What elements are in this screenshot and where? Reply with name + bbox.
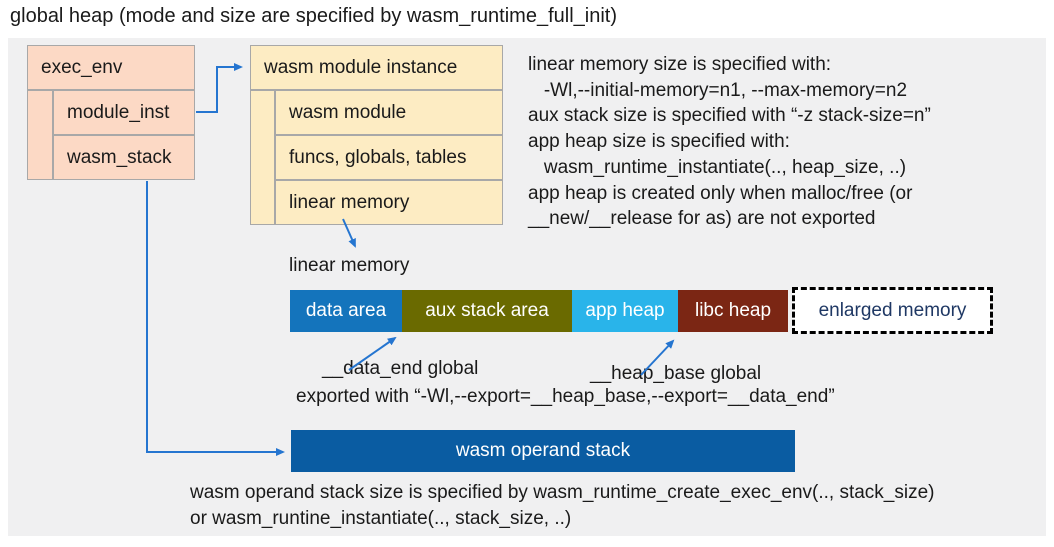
note-line: app heap is created only when malloc/fre… <box>528 182 913 204</box>
memory-size-notes: linear memory size is specified with: -W… <box>528 52 1033 232</box>
data-area-segment: data area <box>290 290 402 332</box>
exec-env-box: exec_env <box>27 45 195 90</box>
exported-with-label: exported with “-Wl,--export=__heap_base,… <box>296 386 835 407</box>
note-line: wasm_runtime_instantiate(.., heap_size, … <box>528 156 907 178</box>
heap-base-global-label: __heap_base global <box>590 363 762 384</box>
note-line: linear memory size is specified with: <box>528 54 832 75</box>
data-end-global-label: __data_end global <box>322 358 479 379</box>
note-line: wasm operand stack size is specified by … <box>190 482 935 503</box>
exec-env-spine <box>27 90 53 180</box>
wasm-module-box: wasm module <box>275 90 503 135</box>
note-line: __new/__release for as) are not exported <box>528 208 876 230</box>
wasm-module-instance-spine <box>250 90 275 225</box>
operand-stack-notes: wasm operand stack size is specified by … <box>190 480 1050 532</box>
note-line: app heap size is specified with: <box>528 131 790 153</box>
module-inst-box: module_inst <box>53 90 195 135</box>
note-line: -Wl,--initial-memory=n1, --max-memory=n2 <box>528 79 908 101</box>
wasm-stack-box: wasm_stack <box>53 135 195 180</box>
note-line: aux stack size is specified with “-z sta… <box>528 105 931 127</box>
funcs-globals-tables-box: funcs, globals, tables <box>275 135 503 180</box>
aux-stack-area-segment: aux stack area <box>402 290 572 332</box>
wasm-module-instance-box: wasm module instance <box>250 45 503 90</box>
linear-memory-box: linear memory <box>275 180 503 225</box>
linear-memory-label: linear memory <box>289 255 410 276</box>
note-line: or wasm_runtine_instantiate(.., stack_si… <box>190 508 572 529</box>
enlarged-memory-segment: enlarged memory <box>792 287 993 334</box>
wasm-operand-stack-bar: wasm operand stack <box>291 430 795 472</box>
diagram-title: global heap (mode and size are specified… <box>10 5 617 27</box>
libc-heap-segment: libc heap <box>678 290 788 332</box>
app-heap-segment: app heap <box>572 290 678 332</box>
